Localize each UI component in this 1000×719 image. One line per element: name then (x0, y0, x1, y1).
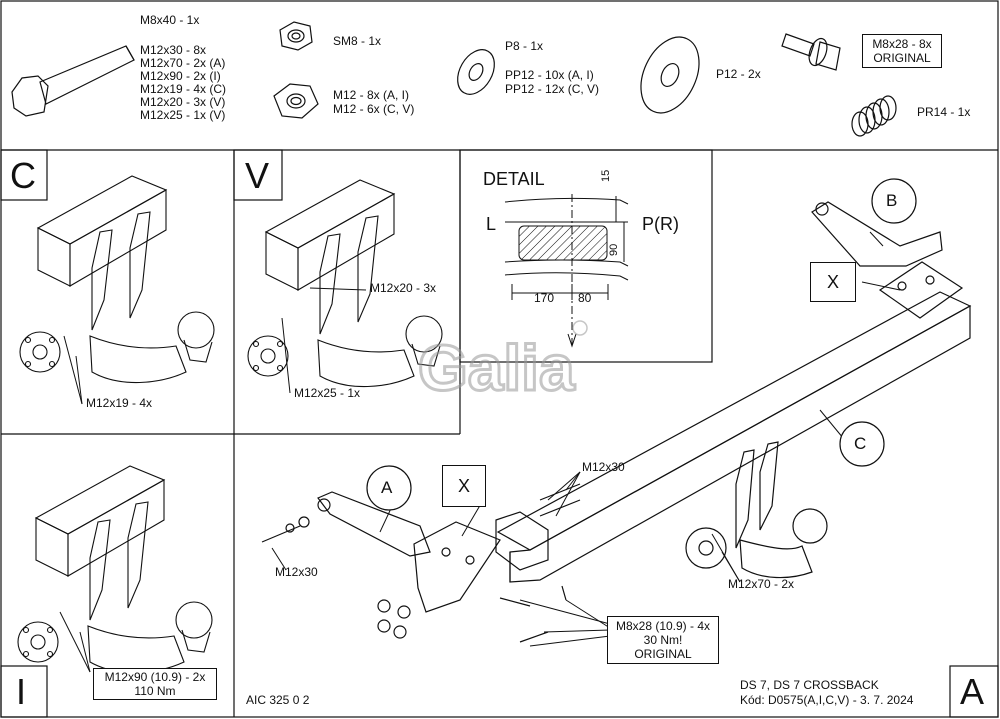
bolt-list-2: M12x70 - 2x (A) (140, 56, 226, 70)
bolt-list-3: M12x90 - 2x (I) (140, 69, 221, 83)
pr14-label: PR14 - 1x (917, 105, 971, 119)
galia-watermark-logo: Galia (417, 320, 588, 406)
detail-right-label: P(R) (642, 214, 679, 234)
label-b: B (886, 191, 898, 210)
p8-label: P8 - 1x (505, 39, 544, 53)
panel-i-callout-line-2: 110 Nm (134, 684, 176, 698)
i-letter-box (0, 665, 48, 718)
panel-i-letter: I (16, 671, 27, 712)
detail-frame (459, 149, 713, 363)
spring-icon (851, 95, 897, 137)
detail-left-label: L (486, 214, 497, 234)
m8x28-line-2: 30 Nm! (643, 633, 683, 647)
bolt-m8x40-label: M8x40 - 1x (140, 13, 200, 27)
detail-dim-80: 80 (578, 291, 592, 305)
p12-label: P12 - 2x (716, 67, 761, 81)
panel-a-letter: A (960, 671, 985, 712)
original-bolt-box: M8x28 - 8x ORIGINAL (862, 34, 942, 68)
detail-dim-170: 170 (534, 291, 555, 305)
flange-bolt-icon (781, 33, 841, 71)
x-box-left: X (442, 465, 486, 507)
m12-nut-label-1: M12 - 8x (A, I) (333, 88, 410, 102)
detail-cross-section (504, 194, 629, 348)
small-washer-icon (457, 49, 495, 95)
v-letter-box (233, 149, 283, 201)
bolt-list-5: M12x20 - 3x (V) (140, 95, 226, 109)
label-a: A (381, 478, 393, 497)
footer-code: AIC 325 0 2 (246, 693, 310, 707)
m12x70-label: M12x70 - 2x (728, 577, 795, 591)
large-washer-icon (640, 36, 700, 114)
panel-c-callout: M12x19 - 4x (86, 396, 153, 410)
hitch-variant-i-drawing (17, 465, 213, 674)
hitch-variant-c-drawing (19, 175, 215, 384)
pp12-label-1: PP12 - 10x (A, I) (505, 68, 594, 82)
callout-circle-b (871, 178, 917, 224)
panel-v-callout-top: M12x20 - 3x (370, 281, 437, 295)
sm8-label: SM8 - 1x (333, 34, 382, 48)
detail-dim-90: 90 (608, 243, 620, 256)
m8x28-line-1: M8x28 (10.9) - 4x (615, 619, 711, 633)
callout-circle-a (366, 465, 412, 511)
panel-i-callout-box: M12x90 (10.9) - 2x 110 Nm (93, 668, 217, 700)
detail-dim-15: 15 (600, 169, 612, 182)
bolt-list-4: M12x19 - 4x (C) (140, 82, 227, 96)
m12x30-top-label: M12x30 (582, 460, 625, 474)
label-c: C (854, 434, 867, 453)
c-letter-box (0, 149, 48, 201)
panel-c-letter: C (10, 155, 36, 196)
original-bolt-line-2: ORIGINAL (873, 51, 931, 65)
m12-nut-label-2: M12 - 6x (C, V) (333, 102, 415, 116)
detail-title: DETAIL (483, 169, 545, 189)
footer-car: DS 7, DS 7 CROSSBACK (740, 678, 879, 692)
bolt-icon (11, 45, 135, 117)
main-hitch-assembly-drawing (261, 201, 972, 643)
callout-circle-c (839, 421, 885, 467)
m12x30-left-label: M12x30 (275, 565, 318, 579)
hex-nut-icon (273, 83, 319, 119)
original-bolt-line-1: M8x28 - 8x (872, 37, 932, 51)
svg-text:Galia: Galia (418, 332, 575, 404)
a-letter-box (949, 665, 999, 718)
pp12-label-2: PP12 - 12x (C, V) (505, 82, 600, 96)
panel-v-callout-bottom: M12x25 - 1x (294, 386, 361, 400)
m8x28-callout-box: M8x28 (10.9) - 4x 30 Nm! ORIGINAL (607, 616, 719, 664)
bolt-list-6: M12x25 - 1x (V) (140, 108, 226, 122)
panel-v-letter: V (245, 155, 270, 196)
x-box-right: X (810, 262, 856, 302)
m8x28-line-3: ORIGINAL (634, 647, 692, 661)
self-locking-nut-icon (279, 21, 313, 51)
panel-i-callout-line-1: M12x90 (10.9) - 2x (104, 670, 206, 684)
bolt-list-1: M12x30 - 8x (140, 43, 207, 57)
footer-kod: Kód: D0575(A,I,C,V) - 3. 7. 2024 (740, 693, 914, 707)
